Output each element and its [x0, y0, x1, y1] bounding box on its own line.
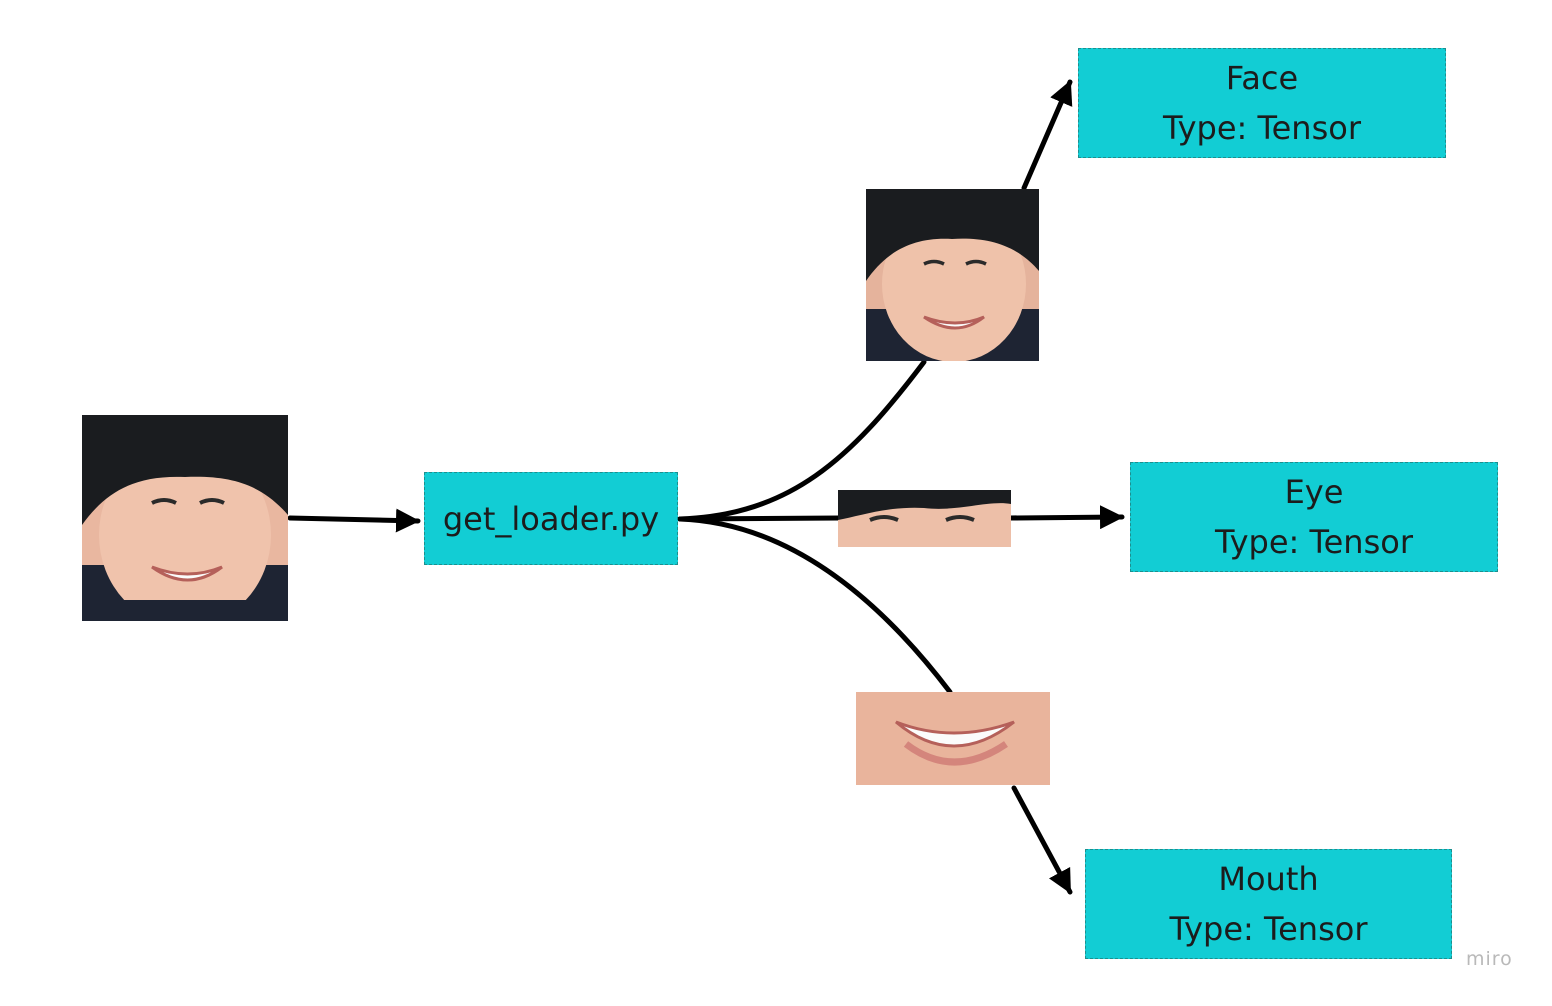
edge-loader-to-eye-photo: [677, 515, 843, 522]
node-mouth-type: Type: Tensor: [1169, 910, 1368, 948]
node-eye-name: Eye: [1284, 473, 1344, 511]
node-mouth-name: Mouth: [1218, 860, 1319, 898]
edge-mouth-photo-to-mouth-node: [1011, 785, 1073, 895]
node-face[interactable]: Face Type: Tensor: [1078, 48, 1446, 158]
node-face-name: Face: [1225, 59, 1299, 97]
edge-loader-to-face-photo: [677, 359, 927, 522]
input-face-photo: [82, 415, 288, 621]
node-face-type: Type: Tensor: [1163, 109, 1361, 147]
node-mouth[interactable]: Mouth Type: Tensor: [1085, 849, 1452, 959]
miro-watermark: miro: [1466, 948, 1513, 970]
edge-input-to-loader: [287, 508, 421, 533]
eye-crop-photo: [838, 490, 1011, 547]
node-eye-type: Type: Tensor: [1215, 523, 1413, 561]
node-get-loader-label: get_loader.py: [442, 499, 660, 538]
node-eye[interactable]: Eye Type: Tensor: [1130, 462, 1498, 572]
edge-face-photo-to-face-node: [1021, 79, 1073, 191]
edge-loader-to-mouth-photo: [677, 516, 953, 695]
node-get-loader[interactable]: get_loader.py: [424, 472, 678, 565]
edge-eye-photo-to-eye-node: [1007, 505, 1125, 530]
face-crop-photo: [866, 189, 1039, 361]
mouth-crop-photo: [856, 692, 1050, 785]
